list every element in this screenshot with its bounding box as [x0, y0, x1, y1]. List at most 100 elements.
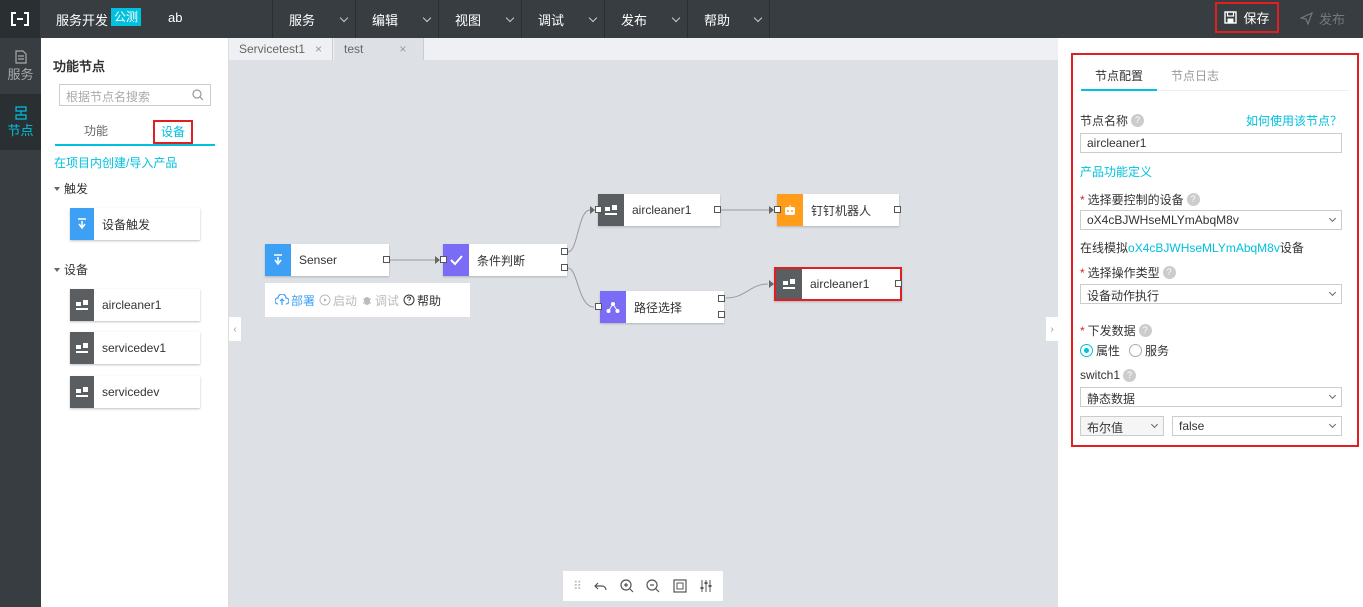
menu-edit[interactable]: 编辑	[355, 0, 438, 38]
sidenav-item-service[interactable]: 服务	[0, 38, 41, 94]
palette-item-label: aircleaner1	[102, 298, 162, 312]
menu-label: 视图	[455, 12, 482, 28]
input-port[interactable]	[774, 206, 781, 213]
output-port-false[interactable]	[561, 264, 568, 271]
product-definition-link[interactable]: 产品功能定义	[1080, 165, 1153, 179]
value-type-select[interactable]: 布尔值	[1080, 416, 1164, 436]
label-text: 选择操作类型	[1087, 266, 1160, 280]
collapse-left-icon[interactable]: ‹	[229, 317, 241, 341]
input-arrow-icon	[435, 256, 440, 264]
deploy-button[interactable]: 部署	[275, 292, 315, 309]
start-button[interactable]: 启动	[319, 292, 357, 309]
tab-test[interactable]: test×	[334, 38, 424, 60]
group-trigger[interactable]: 触发	[54, 180, 88, 197]
menu-help[interactable]: 帮助	[687, 0, 770, 38]
action-label: 调试	[375, 293, 400, 308]
flow-node-aircleaner1-selected[interactable]: aircleaner1	[769, 267, 902, 301]
output-port[interactable]	[895, 280, 902, 287]
fit-screen-icon[interactable]	[673, 579, 687, 593]
caret-down-icon	[54, 186, 60, 191]
operation-select[interactable]: 设备动作执行	[1080, 284, 1342, 304]
chevron-down-icon	[588, 13, 598, 22]
drag-handle-icon[interactable]: ⠿	[573, 579, 582, 593]
zoom-out-icon[interactable]	[646, 579, 660, 593]
required-mark: *	[1080, 265, 1085, 280]
tab-node-config[interactable]: 节点配置	[1081, 67, 1157, 91]
tab-servicetest1[interactable]: Servicetest1×	[229, 38, 334, 60]
help-icon[interactable]: ?	[1131, 114, 1145, 127]
output-port-1[interactable]	[718, 295, 725, 302]
device-icon	[70, 289, 94, 321]
send-icon	[1300, 12, 1313, 25]
tab-node-log[interactable]: 节点日志	[1171, 69, 1220, 83]
tab-device[interactable]: 设备	[153, 120, 193, 144]
node-search-input[interactable]: 根据节点名搜索	[59, 84, 211, 106]
undo-icon[interactable]	[594, 580, 608, 592]
input-port[interactable]	[440, 256, 447, 263]
collapse-right-icon[interactable]: ›	[1046, 317, 1058, 341]
palette-item-aircleaner1[interactable]: aircleaner1	[70, 289, 200, 321]
tab-function[interactable]: 功能	[84, 124, 109, 138]
node-label: Senser	[299, 253, 338, 267]
help-icon[interactable]: ?	[1186, 193, 1200, 206]
device-icon	[70, 332, 94, 364]
publish-label: 发布	[1319, 12, 1346, 27]
debug-button[interactable]: 调试	[361, 292, 399, 309]
output-port[interactable]	[714, 206, 721, 213]
output-port[interactable]	[894, 206, 901, 213]
flow-node-senser[interactable]: Senser	[265, 244, 390, 276]
device-icon	[776, 269, 802, 299]
output-port[interactable]	[383, 256, 390, 263]
palette-item-servicedev[interactable]: servicedev	[70, 376, 200, 408]
sim-device-link[interactable]: oX4cBJWHseMLYmAbqM8v	[1128, 240, 1280, 255]
help-icon[interactable]: ?	[1123, 368, 1137, 382]
node-label: 钉钉机器人	[811, 203, 872, 218]
output-port-true[interactable]	[561, 248, 568, 255]
logo-icon[interactable]	[0, 0, 40, 38]
radio-attribute[interactable]	[1080, 344, 1093, 357]
flow-node-aircleaner1[interactable]: aircleaner1	[590, 194, 721, 226]
help-icon[interactable]: ?	[1162, 266, 1176, 279]
settings-sliders-icon[interactable]	[699, 579, 713, 593]
bool-value-select[interactable]: false	[1172, 416, 1342, 436]
menu-debug[interactable]: 调试	[521, 0, 604, 38]
menu-view[interactable]: 视图	[438, 0, 521, 38]
group-device[interactable]: 设备	[54, 261, 88, 278]
node-name-input[interactable]: aircleaner1	[1080, 133, 1342, 153]
editor-tabs: Servicetest1× test×	[229, 38, 1058, 60]
create-product-link[interactable]: 在项目内创建/导入产品	[54, 156, 178, 170]
node-label: aircleaner1	[810, 277, 870, 291]
caret-down-icon	[54, 267, 60, 272]
sim-suffix: 设备	[1279, 241, 1304, 255]
menu-service[interactable]: 服务	[272, 0, 355, 38]
save-button[interactable]: 保存	[1215, 2, 1279, 33]
radio-service[interactable]	[1129, 344, 1143, 357]
main-menu: 服务 编辑 视图 调试 发布 帮助	[272, 0, 770, 38]
flow-node-route[interactable]: 路径选择	[595, 291, 725, 323]
data-source-select[interactable]: 静态数据	[1080, 387, 1342, 407]
flow-node-dingtalk-bot[interactable]: 钉钉机器人	[769, 194, 901, 226]
output-port-2[interactable]	[718, 311, 725, 318]
node-name-label: 节点名称?	[1080, 112, 1145, 129]
device-select[interactable]: oX4cBJWHseMLYmAbqM8v	[1080, 210, 1342, 230]
publish-button[interactable]: 发布	[1300, 9, 1345, 28]
action-label: 部署	[291, 293, 316, 308]
help-icon[interactable]: ?	[1138, 324, 1152, 337]
help-button[interactable]: 帮助	[403, 292, 441, 309]
node-label: 条件判断	[477, 253, 526, 268]
palette-item-device-trigger[interactable]: 设备触发	[70, 208, 200, 240]
close-icon[interactable]: ×	[399, 42, 407, 56]
canvas-toolbar: ⠿	[563, 571, 723, 601]
flow-node-condition[interactable]: 条件判断	[435, 244, 568, 276]
zoom-in-icon[interactable]	[620, 579, 634, 593]
menu-publish[interactable]: 发布	[604, 0, 687, 38]
palette-item-servicedev1[interactable]: servicedev1	[70, 332, 200, 364]
project-name[interactable]: ab	[168, 10, 183, 25]
close-icon[interactable]: ×	[315, 42, 323, 56]
input-port[interactable]	[595, 303, 602, 310]
label-text: switch1	[1080, 368, 1121, 382]
input-port[interactable]	[595, 206, 602, 213]
sidenav-item-node[interactable]: 节点	[0, 94, 41, 150]
how-to-use-link[interactable]: 如何使用该节点？	[1245, 114, 1342, 128]
label-text: 选择要控制的设备	[1087, 193, 1184, 207]
